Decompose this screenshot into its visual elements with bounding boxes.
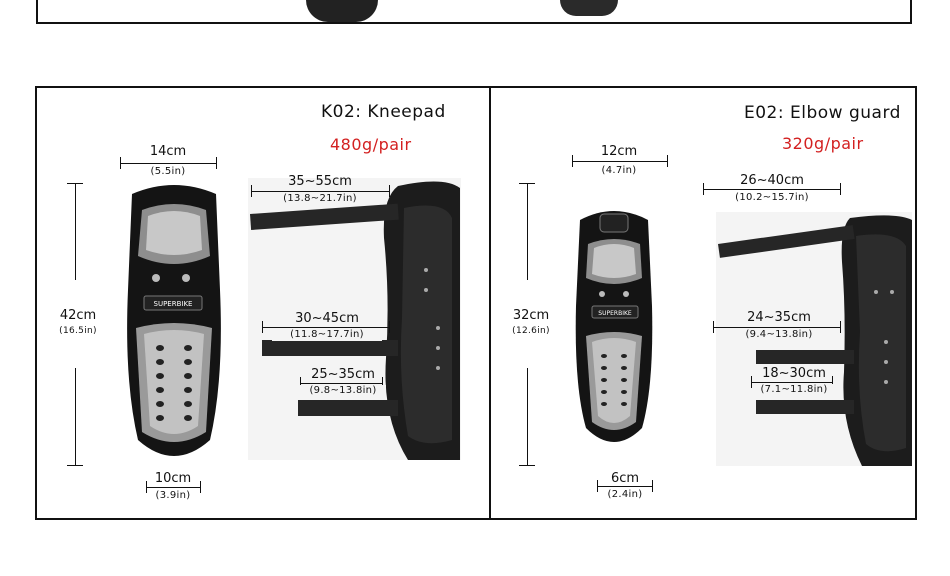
dimension-tick [382, 377, 383, 389]
kneepad-strap-top-cm: 35~55cm [288, 174, 352, 189]
kneepad-height-cm: 42cm [59, 308, 97, 323]
dimension-tick [251, 185, 252, 197]
elbow-strap-top-cm: 26~40cm [740, 173, 804, 188]
kneepad-title: K02: Kneepad [321, 102, 446, 122]
kneepad-top-width-line [120, 163, 217, 164]
elbow-strap-top-in: (10.2~15.7in) [735, 192, 809, 203]
panel-divider [489, 86, 491, 520]
elbow-bottom-width-cm: 6cm [610, 471, 640, 486]
elbow-weight: 320g/pair [782, 134, 864, 153]
dimension-tick [389, 321, 390, 333]
kneepad-back-image [248, 178, 461, 461]
kneepad-strap-bottom-cm: 25~35cm [311, 367, 375, 382]
kneepad-height-line-bottom [75, 368, 76, 465]
elbow-strap-bottom-line [751, 382, 833, 383]
previous-product-image-left [306, 0, 378, 22]
kneepad-strap-top-in: (13.8~21.7in) [262, 193, 378, 205]
elbow-strap-mid-in: (9.4~13.8in) [726, 329, 832, 341]
kneepad-image: SUPERBIKE [122, 180, 226, 466]
elbow-height-line-bottom [527, 368, 528, 465]
dimension-tick [652, 480, 653, 492]
kneepad-height-line-top [75, 183, 76, 280]
kneepad-strap-mid-cm: 30~45cm [295, 311, 359, 326]
kneepad-strap-bottom-in: (9.8~13.8in) [300, 385, 386, 397]
kneepad-height-in: (16.5in) [59, 326, 97, 336]
elbow-strap-mid-line [713, 327, 841, 328]
dimension-tick [667, 155, 668, 167]
elbow-height-cm: 32cm [512, 308, 550, 323]
kneepad-bottom-width-in: (3.9in) [155, 490, 191, 501]
dimension-tick [519, 465, 535, 466]
dimension-tick [67, 465, 83, 466]
dimension-tick [713, 321, 714, 333]
dimension-tick [120, 157, 121, 169]
previous-section-frame [36, 0, 912, 24]
kneepad-strap-mid-line [262, 327, 390, 328]
dimension-tick [262, 321, 263, 333]
elbow-top-width-cm: 12cm [600, 144, 638, 159]
dimension-tick [389, 185, 390, 197]
kneepad-strap-bottom-line [300, 383, 383, 384]
elbow-top-width-in: (4.7in) [601, 165, 637, 176]
elbow-guard-image: SUPERBIKE [572, 206, 656, 450]
dimension-tick [840, 183, 841, 195]
elbow-strap-bottom-cm: 18~30cm [762, 366, 826, 381]
dimension-tick [751, 376, 752, 388]
svg-text:SUPERBIKE: SUPERBIKE [598, 310, 632, 317]
product-size-frame [35, 86, 917, 520]
dimension-tick [572, 155, 573, 167]
kneepad-weight: 480g/pair [330, 135, 412, 154]
dimension-tick [597, 480, 598, 492]
kneepad-top-width-cm: 14cm [149, 144, 187, 159]
dimension-tick [840, 321, 841, 333]
elbow-strap-mid-cm: 24~35cm [747, 310, 811, 325]
kneepad-strap-top-line [251, 191, 390, 192]
svg-text:SUPERBIKE: SUPERBIKE [154, 300, 193, 308]
elbow-title: E02: Elbow guard [744, 103, 901, 123]
dimension-tick [703, 183, 704, 195]
dimension-tick [146, 481, 147, 493]
elbow-height-line-top [527, 183, 528, 280]
previous-product-image-right [560, 0, 618, 16]
dimension-tick [216, 157, 217, 169]
kneepad-top-width-in: (5.5in) [150, 166, 186, 177]
elbow-top-width-line [572, 161, 668, 162]
kneepad-strap-mid-in: (11.8~17.7in) [272, 329, 382, 341]
kneepad-bottom-width-line [146, 487, 201, 488]
dimension-tick [200, 481, 201, 493]
elbow-strap-top-line [703, 189, 841, 190]
kneepad-bottom-width-cm: 10cm [154, 471, 192, 486]
dimension-tick [300, 377, 301, 389]
elbow-bottom-width-in: (2.4in) [607, 489, 643, 500]
elbow-bottom-width-line [597, 486, 653, 487]
dimension-tick [832, 376, 833, 388]
elbow-height-in: (12.6in) [512, 326, 550, 336]
elbow-strap-bottom-in: (7.1~11.8in) [752, 384, 836, 396]
